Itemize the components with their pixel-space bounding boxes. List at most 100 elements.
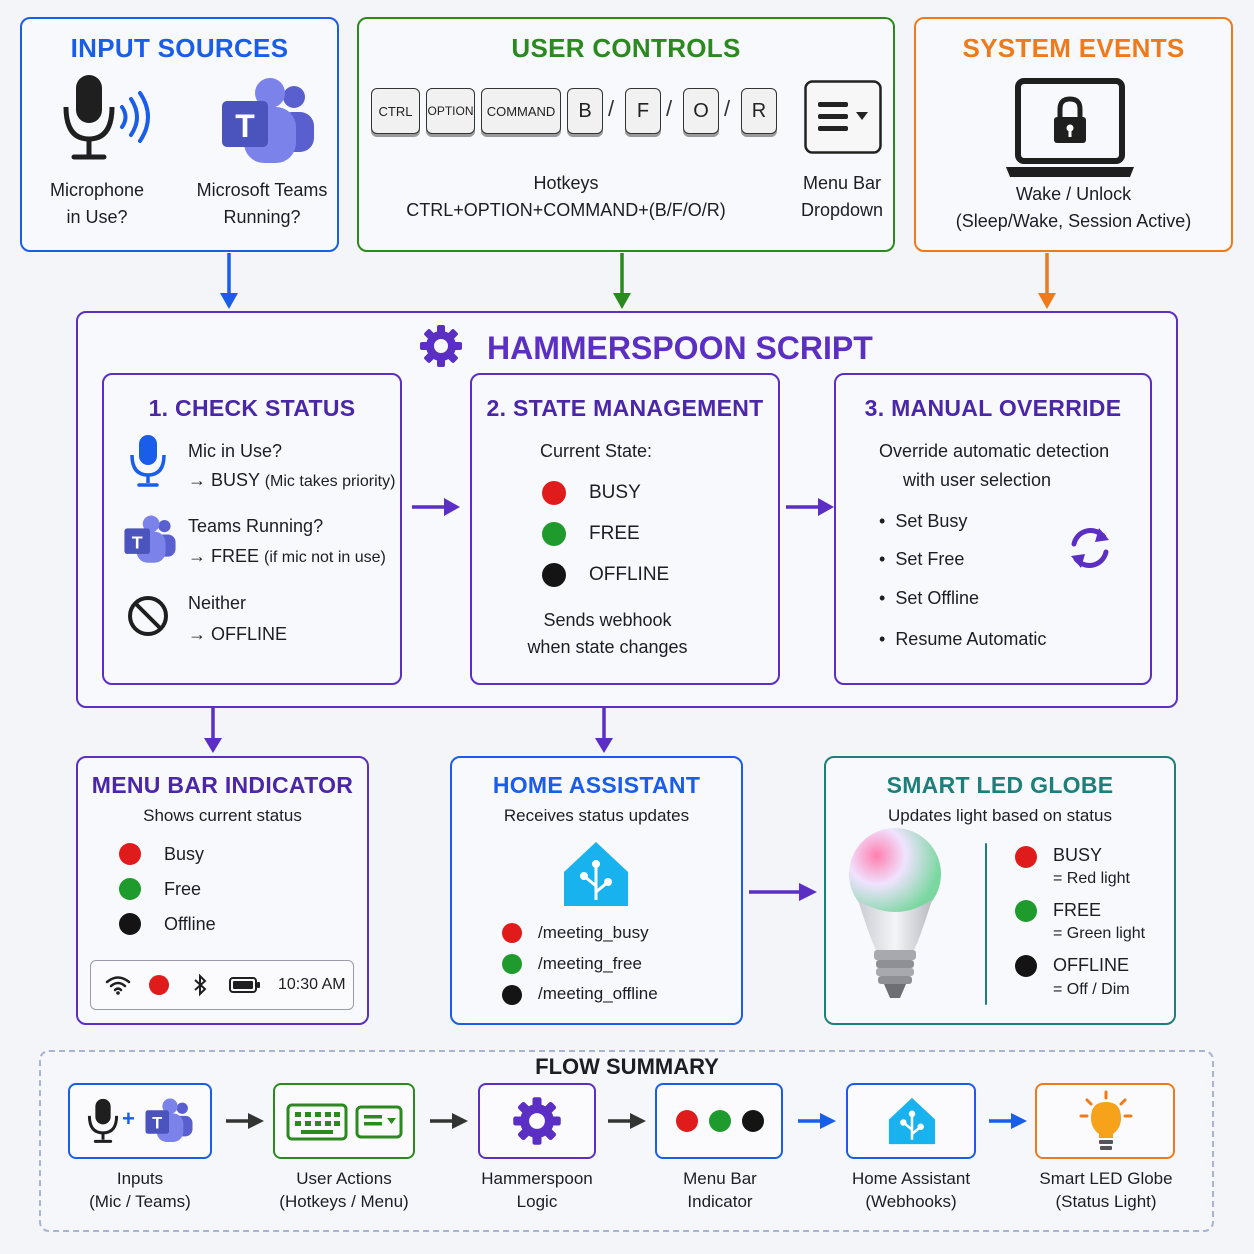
led-free-dot [1015, 900, 1037, 922]
key-command[interactable]: COMMAND [481, 88, 561, 134]
flow-hammerspoon-label-line2: Logic [516, 1192, 558, 1211]
key-b[interactable]: B [567, 88, 603, 134]
teams-icon: T [222, 78, 314, 163]
led-offline-label: OFFLINE [1053, 955, 1130, 975]
menu-bar-subtitle: Shows current status [143, 806, 302, 825]
state-management-title: 2. STATE MANAGEMENT [486, 395, 764, 421]
flow-plus: + [122, 1106, 135, 1131]
key-r[interactable]: R [741, 88, 777, 134]
flow-menubar-label-line2: Indicator [687, 1192, 753, 1211]
system-events-label-line2: (Sleep/Wake, Session Active) [955, 211, 1192, 231]
hotkeys-label-line1: Hotkeys [533, 173, 599, 193]
flow-inputs-label-line2: (Mic / Teams) [89, 1192, 191, 1211]
refresh-icon [1071, 528, 1109, 568]
check-mic-question: Mic in Use? [188, 441, 283, 461]
key-o[interactable]: O [683, 88, 719, 134]
teams-icon: T [145, 1098, 193, 1142]
key-option[interactable]: OPTION [426, 88, 475, 134]
led-offline-desc: = Off / Dim [1053, 981, 1130, 998]
key-separator: / [666, 96, 673, 121]
svg-text:T: T [235, 108, 255, 144]
override-desc-line1: Override automatic detection [879, 441, 1110, 461]
hook-busy-path: /meeting_busy [538, 923, 649, 942]
flow-user-actions-label: User Actions (Hotkeys / Menu) [254, 1167, 434, 1213]
key-separator: / [608, 96, 615, 121]
override-item-resume-label: Resume Automatic [895, 629, 1047, 649]
flow-homeassistant-label: Home Assistant (Webhooks) [826, 1167, 996, 1213]
override-item-busy-label: Set Busy [895, 511, 968, 531]
prohibited-icon [128, 596, 168, 636]
flow-inputs-label-line1: Inputs [116, 1169, 164, 1188]
flow-red-dot [676, 1110, 698, 1132]
system-events-panel: SYSTEM EVENTS Wake / Unlock (Sleep/Wake,… [914, 17, 1233, 252]
override-item-free-label: Set Free [895, 549, 965, 569]
flow-arrow-5 [989, 1113, 1027, 1129]
led-busy-dot [1015, 846, 1037, 868]
teams-label-line2: Running? [223, 207, 301, 227]
led-free-label: FREE [1053, 900, 1102, 920]
override-item-offline[interactable]: • Set Offline [879, 585, 979, 611]
hook-free-path: /meeting_free [538, 954, 642, 973]
led-busy-desc: = Red light [1053, 870, 1130, 887]
menu-dropdown-icon [355, 1105, 403, 1139]
flow-summary-title: FLOW SUMMARY [535, 1054, 719, 1079]
menu-bar-time: 10:30 AM [278, 976, 346, 993]
arrow-homeassistant-to-led [749, 883, 817, 901]
bluetooth-icon [194, 973, 207, 997]
menu-busy-label: Busy [164, 844, 205, 864]
state-free-dot [542, 522, 566, 546]
flow-green-dot [709, 1110, 731, 1132]
check-neither-result: → OFFLINE [188, 624, 288, 644]
hammerspoon-title: HAMMERSPOON SCRIPT [487, 330, 873, 366]
teams-label-line1: Microsoft Teams [196, 180, 328, 200]
check-mic-result: → BUSY (Mic takes priority) [188, 467, 395, 495]
bullet: • [879, 629, 896, 649]
check-status-title: 1. CHECK STATUS [148, 395, 356, 421]
override-item-resume[interactable]: • Resume Automatic [879, 626, 1046, 652]
arrow-controls-to-script [613, 253, 631, 309]
flow-hammerspoon-label-line1: Hammerspoon [481, 1169, 593, 1188]
hook-offline-path: /meeting_offline [538, 984, 658, 1003]
check-neither-question: Neither [188, 593, 247, 613]
gear-icon [420, 325, 462, 367]
override-item-busy[interactable]: • Set Busy [879, 508, 967, 534]
menu-dropdown-icon[interactable] [804, 80, 882, 154]
flow-menubar-label: Menu Bar Indicator [640, 1167, 800, 1213]
user-controls-title: USER CONTROLS [511, 33, 741, 63]
home-assistant-title: HOME ASSISTANT [492, 772, 701, 798]
key-f[interactable]: F [625, 88, 661, 134]
system-events-label: Wake / Unlock (Sleep/Wake, Session Activ… [916, 181, 1231, 235]
check-teams-result-text: → FREE [188, 546, 260, 566]
keyboard-icon [286, 1103, 348, 1141]
system-events-label-line1: Wake / Unlock [1015, 184, 1132, 204]
home-assistant-icon [888, 1097, 936, 1145]
hook-free-dot [502, 954, 522, 974]
flow-summary-panel [39, 1050, 1214, 1232]
microphone-icon [63, 75, 150, 160]
arrow-state-to-override [786, 498, 834, 516]
hotkeys-label: Hotkeys CTRL+OPTION+COMMAND+(B/F/O/R) [370, 170, 762, 224]
microphone-icon [130, 435, 166, 487]
state-offline-dot [542, 563, 566, 587]
manual-override-title: 3. MANUAL OVERRIDE [864, 395, 1122, 421]
battery-icon [229, 977, 260, 993]
flow-user-actions-label-line2: (Hotkeys / Menu) [279, 1192, 409, 1211]
menu-status-dot[interactable] [149, 975, 169, 995]
svg-text:T: T [152, 1115, 162, 1133]
state-webhook-note-line1: Sends webhook [543, 610, 672, 630]
rgb-bulb-icon [849, 828, 941, 998]
key-ctrl[interactable]: CTRL [371, 88, 420, 134]
flow-user-actions-label-line1: User Actions [296, 1169, 392, 1188]
led-divider [985, 843, 987, 1005]
arrow-events-to-script [1038, 253, 1056, 309]
teams-label: Microsoft Teams Running? [182, 177, 342, 231]
arrow-check-to-state [412, 498, 460, 516]
override-item-free[interactable]: • Set Free [879, 546, 964, 572]
menu-offline-label: Offline [164, 914, 216, 934]
override-item-offline-label: Set Offline [895, 588, 980, 608]
smart-led-subtitle: Updates light based on status [888, 806, 1112, 825]
check-mic-note: (Mic takes priority) [264, 473, 396, 490]
flow-hammerspoon-label: Hammerspoon Logic [457, 1167, 617, 1213]
arrow-script-to-menubar [204, 708, 222, 753]
flow-arrow-3 [608, 1113, 646, 1129]
